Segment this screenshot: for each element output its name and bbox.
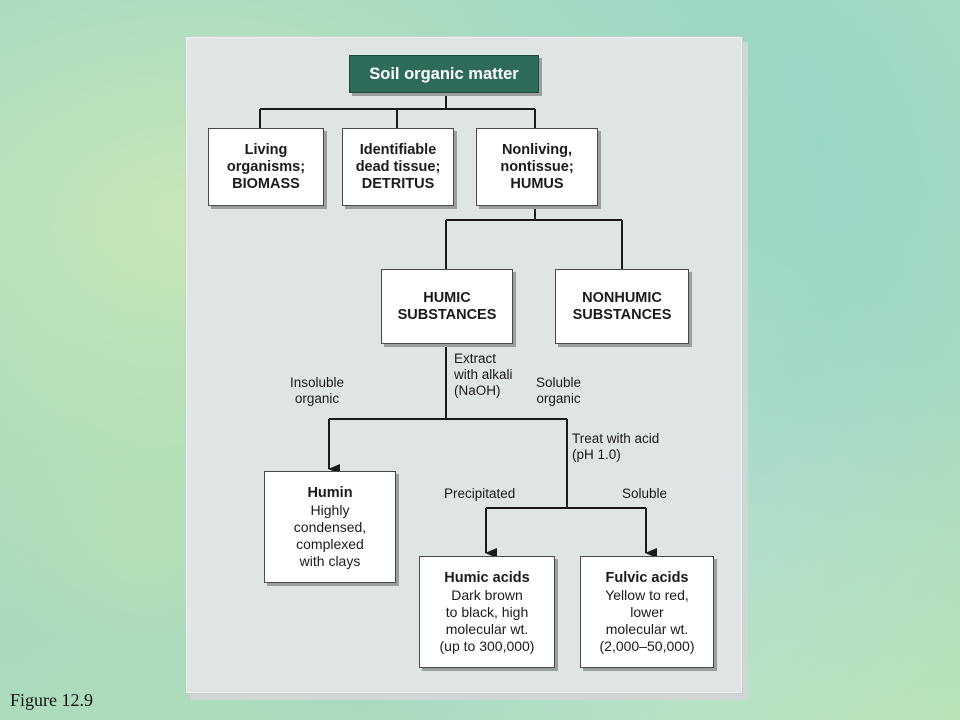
- humin-title: Humin: [307, 484, 353, 501]
- humic-acids-box: Humic acids Dark brown to black, high mo…: [419, 556, 555, 668]
- nonhumic-substances-line-2: SUBSTANCES: [572, 306, 672, 323]
- connector-lines: [259, 91, 657, 558]
- precipitated-label: Precipitated: [444, 486, 516, 501]
- humic-acids-line-3: molecular wt.: [445, 620, 529, 637]
- humic-substances-line-2: SUBSTANCES: [397, 306, 497, 323]
- biomass-line-3: BIOMASS: [232, 175, 300, 192]
- humus-box: Nonliving, nontissue; HUMUS: [476, 128, 598, 206]
- humic-acids-line-4: (up to 300,000): [439, 637, 535, 654]
- humic-substances-line-1: HUMIC: [423, 289, 471, 306]
- detritus-box: Identifiable dead tissue; DETRITUS: [342, 128, 454, 206]
- humic-acids-line-2: to black, high: [445, 603, 529, 620]
- humin-line-3: complexed: [296, 535, 364, 552]
- humin-line-1: Highly: [310, 501, 350, 518]
- biomass-box: Living organisms; BIOMASS: [208, 128, 324, 206]
- detritus-line-3: DETRITUS: [361, 175, 435, 192]
- soluble-organic-label: Soluble organic: [536, 375, 582, 406]
- fulvic-acids-line-2: lower: [630, 603, 664, 620]
- nonhumic-substances-line-1: NONHUMIC: [582, 289, 662, 306]
- soluble-label: Soluble: [622, 486, 668, 501]
- fulvic-acids-line-4: (2,000–50,000): [599, 637, 695, 654]
- humin-line-2: condensed,: [293, 518, 367, 535]
- biomass-line-2: organisms;: [226, 158, 306, 175]
- humic-acids-line-1: Dark brown: [451, 586, 523, 603]
- detritus-line-1: Identifiable: [359, 141, 437, 158]
- figure-caption: Figure 12.9: [10, 690, 93, 710]
- fulvic-acids-line-3: molecular wt.: [605, 620, 689, 637]
- humus-line-2: nontissue;: [500, 158, 574, 175]
- fulvic-acids-line-1: Yellow to red,: [605, 586, 689, 603]
- humic-substances-box: HUMIC SUBSTANCES: [381, 269, 513, 344]
- fulvic-acids-box: Fulvic acids Yellow to red, lower molecu…: [580, 556, 714, 668]
- diagram-panel: Soil organic matter Living organisms; BI…: [185, 36, 743, 694]
- fulvic-acids-title: Fulvic acids: [605, 569, 689, 586]
- biomass-line-1: Living: [244, 141, 288, 158]
- treat-with-acid-label: Treat with acid (pH 1.0): [572, 431, 660, 462]
- humus-line-1: Nonliving,: [501, 141, 573, 158]
- nonhumic-substances-box: NONHUMIC SUBSTANCES: [555, 269, 689, 344]
- humic-acids-title: Humic acids: [444, 569, 530, 586]
- soil-organic-matter-box: Soil organic matter: [349, 55, 539, 93]
- extract-with-alkali-label: Extract with alkali (NaOH): [454, 351, 513, 398]
- insoluble-organic-label: Insoluble organic: [290, 375, 345, 406]
- humus-line-3: HUMUS: [510, 175, 564, 192]
- humin-box: Humin Highly condensed, complexed with c…: [264, 471, 396, 583]
- humin-line-4: with clays: [299, 552, 361, 569]
- detritus-line-2: dead tissue;: [355, 158, 441, 175]
